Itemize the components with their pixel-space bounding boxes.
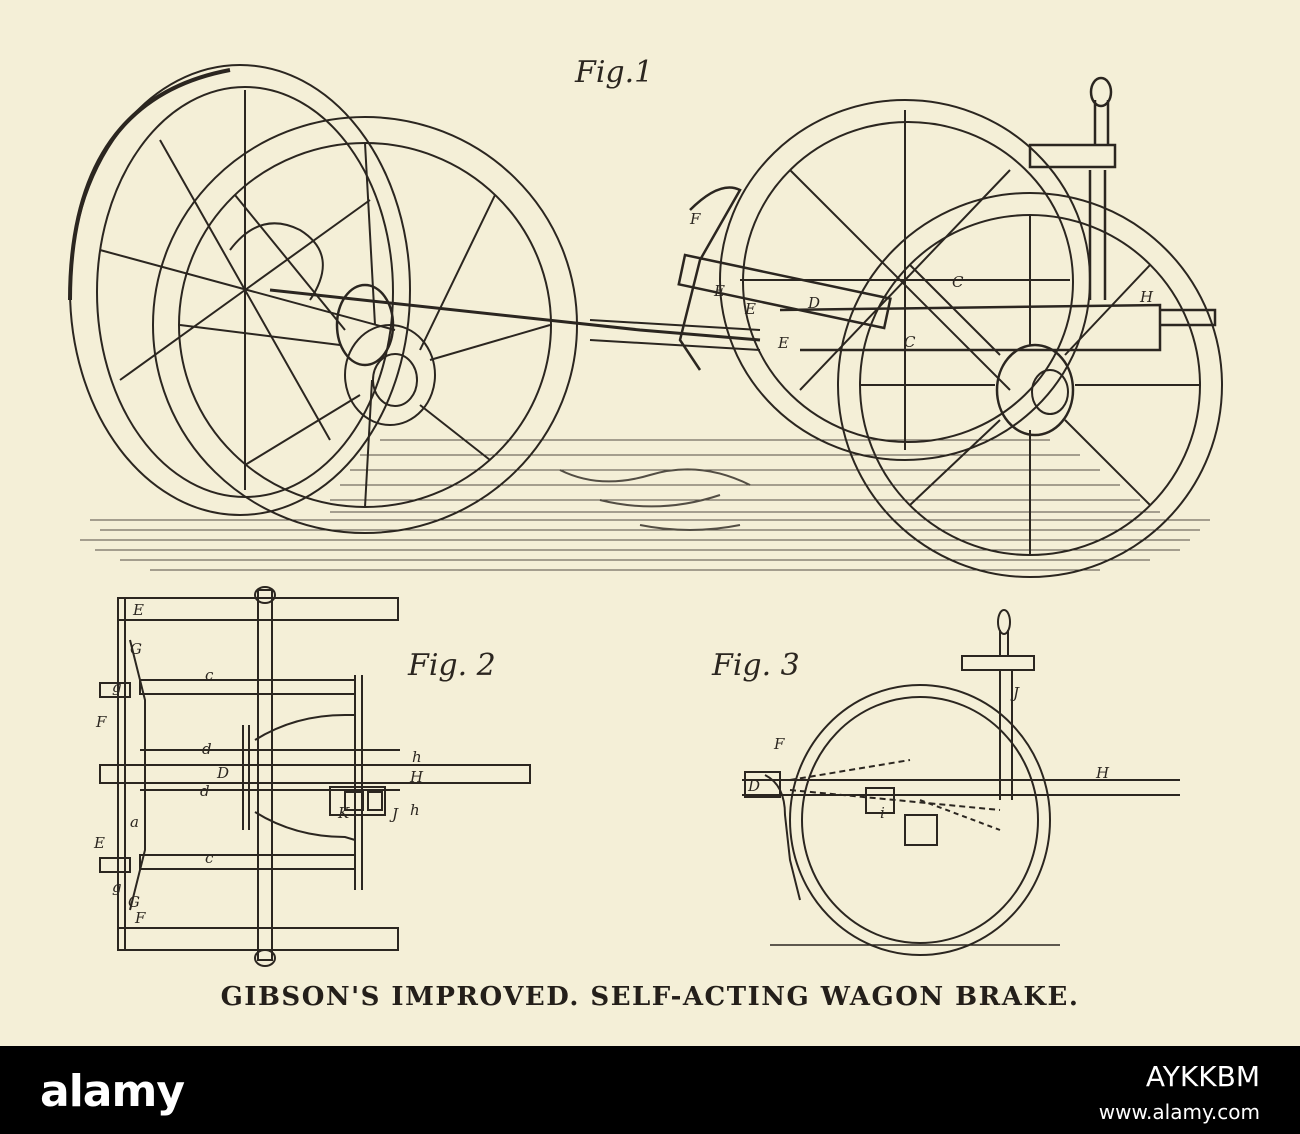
fig2-letter: g	[112, 678, 122, 696]
fig2-letter: h	[410, 801, 420, 819]
fig2-letter: F	[135, 909, 146, 927]
fig3-letter: J	[1013, 684, 1020, 702]
fig2-letter: c	[205, 849, 214, 867]
fig3-letter: i	[880, 804, 885, 822]
fig2-letter: F	[96, 713, 107, 731]
brand-logo: alamy	[40, 1066, 185, 1117]
fig1-letter: E	[778, 334, 789, 352]
fig1-title: Fig.1	[575, 55, 654, 90]
fig2-letter: J	[392, 805, 399, 823]
fig1-wagon	[68, 64, 1223, 578]
fig3-section	[742, 609, 1180, 956]
plate-caption: GIBSON'S IMPROVED. SELF-ACTING WAGON BRA…	[220, 982, 1080, 1012]
rear-near-wheel	[152, 116, 761, 534]
engraving-plate: Fig.1 Fig. 2 Fig. 3 F E E E D C C H E G …	[68, 55, 1223, 1012]
fig1-letter: H	[1140, 288, 1154, 306]
fig3-letter: F	[774, 735, 785, 753]
fig2-letter: H	[410, 768, 424, 786]
fig2-letter: G	[128, 893, 140, 911]
fig2-letter: G	[130, 640, 142, 658]
fig2-plan	[99, 586, 531, 967]
fig1-letter: D	[808, 294, 821, 312]
fig2-letter: E	[94, 834, 105, 852]
fig1-letter: C	[904, 333, 916, 351]
image-id: AYKKBM	[1145, 1060, 1260, 1093]
rear-far-wheel	[68, 64, 411, 516]
engraving-drawing	[68, 64, 1223, 967]
fig2-letter: D	[217, 764, 230, 782]
fig2-letter: d	[202, 740, 212, 758]
fig2-letter: E	[133, 601, 144, 619]
front-near-wheel	[837, 192, 1223, 578]
fig2-letter: g	[112, 878, 122, 896]
fig2-letter: d	[200, 782, 210, 800]
fig2-title: Fig. 2	[408, 648, 496, 683]
brake-frame	[677, 76, 1217, 371]
fig1-letter: E	[745, 300, 756, 318]
fig1-letter: E	[714, 282, 725, 300]
front-far-wheel	[719, 99, 1091, 461]
watermark-footer	[0, 1046, 1300, 1134]
fig2-letter: h	[412, 748, 422, 766]
fig3-title: Fig. 3	[712, 648, 800, 683]
fig1-letter: F	[690, 210, 701, 228]
fig2-letter: K	[338, 804, 350, 822]
fig3-letter: H	[1096, 764, 1110, 782]
site-url: www.alamy.com	[1098, 1100, 1260, 1124]
fig2-letter: c	[205, 666, 214, 684]
fig2-letter: a	[130, 813, 139, 831]
ground-shading	[80, 439, 1210, 571]
fig1-letter: C	[952, 273, 964, 291]
fig3-letter: D	[748, 777, 761, 795]
